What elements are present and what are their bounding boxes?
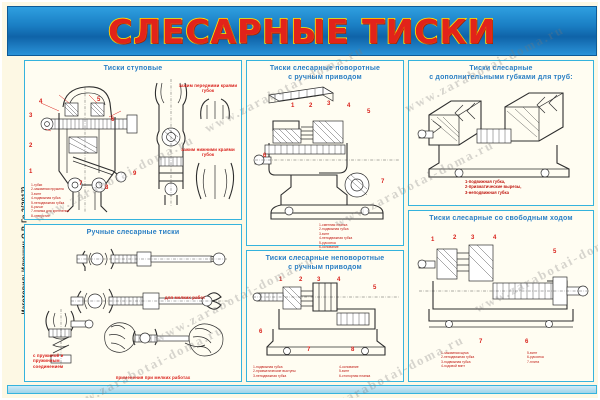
callout-stul-1: 1 [29,169,33,175]
legend-stulovye: 1-губки 2-зажимная пружина 3-винт 4-подв… [31,183,70,218]
callout-nep-7: 7 [307,347,311,353]
callout-nep-3: 3 [317,277,321,283]
section-title-stulovye: Тиски ступовые [103,65,163,72]
callout-pov-1: 1 [291,103,295,109]
callout-nep-1: 1 [279,277,283,283]
callout-stul-3: 3 [29,113,33,119]
drawing-jaw-detail-top [195,95,235,121]
callout-svb-5: 5 [553,249,557,255]
section-title-nepovorotnye: Тиски слесарные неповоротные с ручным пр… [265,255,385,271]
callout-nep-2: 2 [299,277,303,283]
bottom-strip [7,385,597,394]
panel-povorotnye: Тиски слесарные поворотные с ручным прив… [246,60,404,253]
callout-pov-5: 5 [367,109,371,115]
callout-svb-4: 4 [493,235,497,241]
callout-svb-1: 1 [431,237,435,243]
label-primenenie: применения при мелких работах [115,375,191,380]
callout-nep-4: 4 [337,277,341,283]
callout-svb-6: 6 [525,339,529,345]
label-zazhim-nizhnimi: зажим нижними краями губок [181,147,235,158]
callout-pov-6: 6 [263,153,267,159]
drawing-hand-vise-1 [76,243,227,277]
drawing-quick-release-vise [417,235,589,343]
callout-pov-4: 4 [347,103,351,109]
drawing-stulovye-profile [145,77,201,209]
drawing-pipe-jaw-vise [417,85,587,181]
callout-svb-3: 3 [471,235,475,241]
callout-stul-6: 6 [111,117,115,123]
panel-truby: Тиски слесарные с дополнительными губкам… [408,60,594,206]
legend-nepovorotnye-right: 4-основание 5-винт 6-стопорная планка [339,365,371,378]
section-title-truby: Тиски слесарные с дополнительными губкам… [429,65,573,81]
legend-nepovorotnye-left: 1-подвижная губка 2-призматические высту… [253,365,296,378]
page-title: СЛЕСАРНЫЕ ТИСКИ [107,11,496,52]
panel-nepovorotnye: Тиски слесарные неповоротные с ручным пр… [246,250,404,382]
drawing-fixed-vise [252,275,399,357]
legend-svobodny-left: 1-зажимная щека 2-неподвижная губка 3-по… [441,351,475,369]
label-s-pruzhinoy: с пружиной и пружинным соединением [33,353,64,369]
callout-pov-7: 7 [381,179,385,185]
section-title-ruchnye: Ручные слесарные тиски [86,229,180,236]
label-zazhim-perednimi: зажим передними краями губок [178,83,238,94]
callout-stul-4: 4 [39,99,43,105]
drawing-stulovye-vise [29,73,161,215]
panel-svobodny: Тиски слесарные со свободным ходом [408,210,594,382]
drawing-hand-vise-2 [70,281,231,321]
drawing-jaw-plate [265,85,337,111]
callout-stul-5: 5 [97,97,101,103]
callout-svb-7: 7 [479,339,483,345]
callout-stul-7: 7 [79,181,83,187]
callout-pov-3: 3 [327,101,331,107]
drawing-jaw-detail-bottom [191,161,239,201]
label-dlya-melkih-rabot: для мелких работ [164,295,206,300]
drawing-swivel-vise [253,105,399,225]
legend-truby: 1-подвижная губка, 2-призматические выре… [465,179,522,195]
legend-svobodny-right: 5-винт 6-рукоятка 7-плита [527,351,544,364]
section-title-svobodny: Тиски слесарные со свободным ходом [429,215,573,222]
drawing-hand-vise-spring [31,309,95,367]
drawing-hands-using-vise [99,313,229,371]
panel-stulovye: Тиски ступовые [24,60,242,220]
callout-stul-8: 8 [105,185,109,191]
callout-stul-9: 9 [133,171,137,177]
title-banner: СЛЕСАРНЫЕ ТИСКИ [7,6,597,56]
callout-stul-2: 2 [29,143,33,149]
section-title-povorotnye: Тиски слесарные поворотные с ручным прив… [269,65,381,81]
callout-nep-8: 8 [351,347,355,353]
callout-nep-6: 6 [259,329,263,335]
panel-ruchnye: Ручные слесарные тиски [24,224,242,382]
callout-pov-2: 2 [309,103,313,109]
callout-svb-2: 2 [453,235,457,241]
callout-nep-5: 5 [373,285,377,291]
